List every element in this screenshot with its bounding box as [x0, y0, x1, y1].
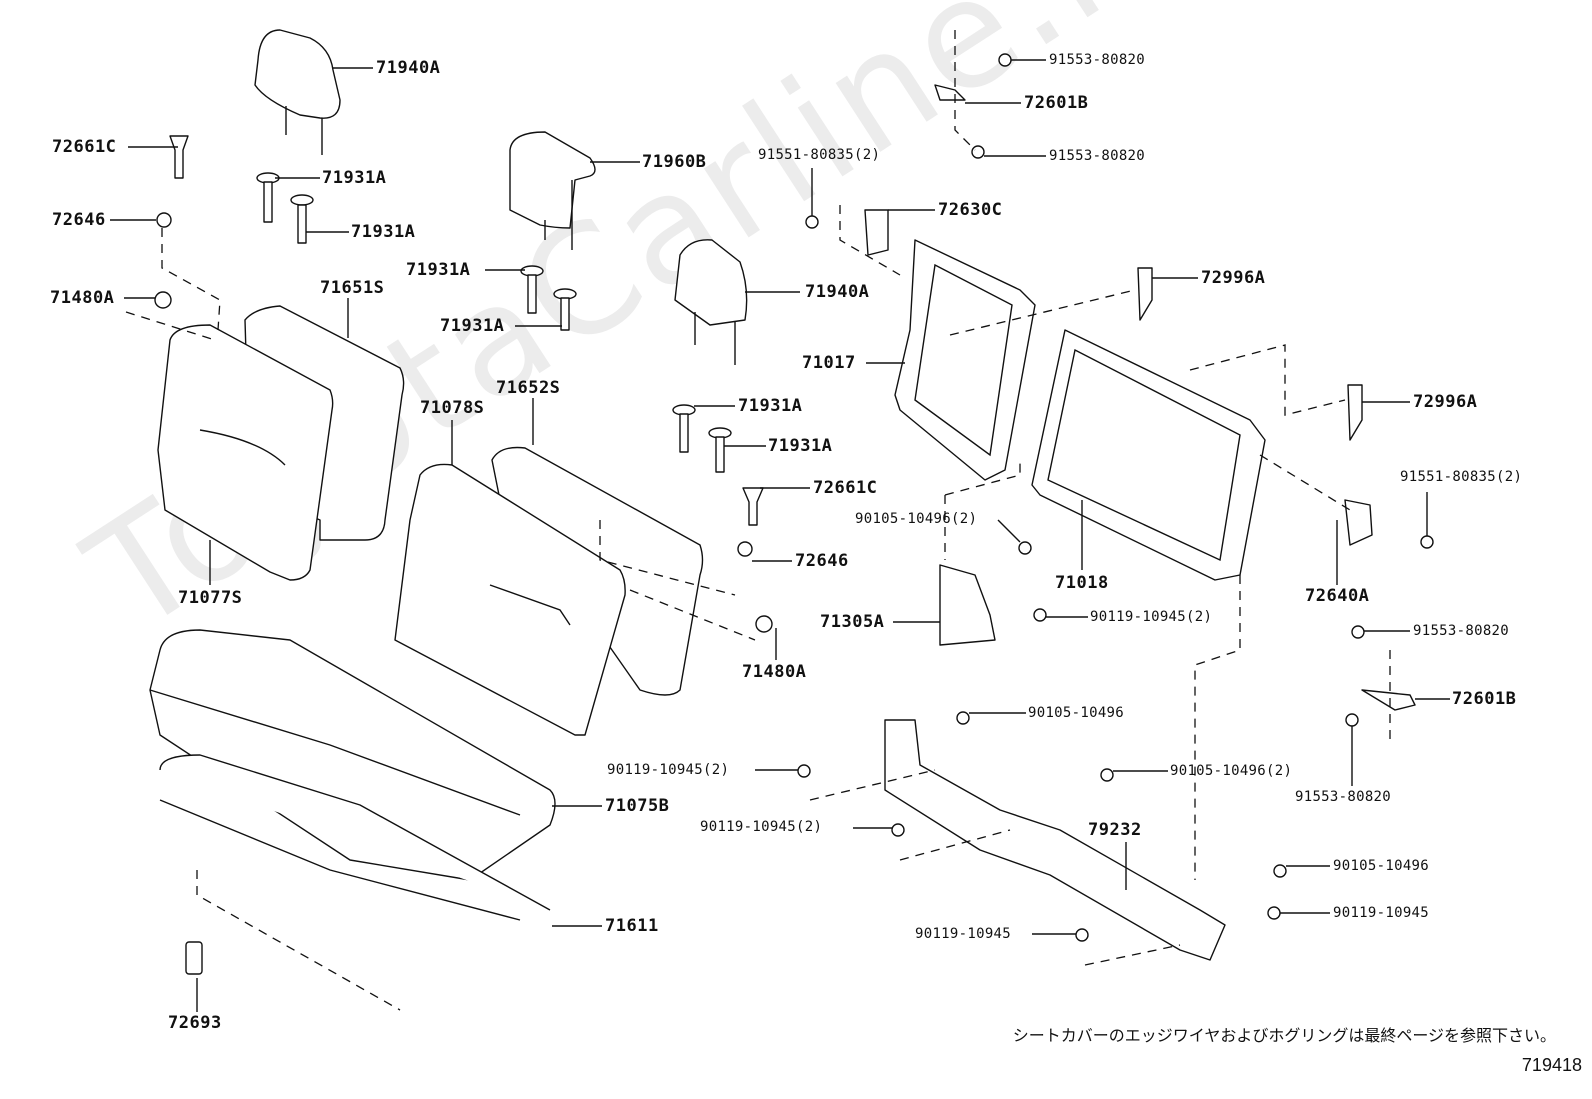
part-label[interactable]: 90119-10945(2) [607, 762, 730, 778]
part-label[interactable]: 90119-10945(2) [700, 819, 823, 835]
brackets[interactable] [864, 84, 1416, 961]
part-label[interactable]: 72601B [1024, 93, 1089, 113]
part-label[interactable]: 71077S [178, 588, 243, 608]
part-label[interactable]: 72996A [1413, 392, 1478, 412]
headrest-71940a-left[interactable] [254, 29, 341, 155]
part-label[interactable]: 71931A [738, 396, 803, 416]
part-label[interactable]: 71652S [496, 378, 561, 398]
part-label[interactable]: 71017 [802, 353, 856, 373]
part-label[interactable]: 71931A [351, 222, 416, 242]
part-label[interactable]: 72646 [52, 210, 106, 230]
headrest-guide-pins[interactable] [256, 172, 732, 473]
part-label[interactable]: 71611 [605, 916, 659, 936]
part-label[interactable]: 90105-10496(2) [855, 511, 978, 527]
part-label[interactable]: 72693 [168, 1013, 222, 1033]
leader-lines [110, 59, 1450, 1012]
part-label[interactable]: 71075B [605, 796, 670, 816]
figure-number: 719418 [1521, 1055, 1582, 1075]
seat-cushion-71075b[interactable] [149, 629, 556, 881]
part-label[interactable]: 90105-10496(2) [1170, 763, 1293, 779]
part-label[interactable]: 90105-10496 [1028, 705, 1125, 721]
part-label[interactable]: 72661C [52, 137, 117, 157]
part-label[interactable]: 71480A [742, 662, 807, 682]
bolts[interactable] [797, 53, 1434, 942]
part-label[interactable]: 71931A [768, 436, 833, 456]
part-label[interactable]: 71931A [440, 316, 505, 336]
part-label[interactable]: 71018 [1055, 573, 1109, 593]
part-label[interactable]: 71651S [320, 278, 385, 298]
part-label[interactable]: 72601B [1452, 689, 1517, 709]
part-label[interactable]: 91551-80835(2) [1400, 469, 1523, 485]
footnote: シートカバーのエッジワイヤおよびホグリングは最終ページを参照下さい。 [1012, 1026, 1556, 1045]
part-label[interactable]: 90119-10945 [915, 926, 1012, 942]
part-label[interactable]: 91551-80835(2) [758, 147, 881, 163]
part-label[interactable]: 71305A [820, 612, 885, 632]
seatback-71078s[interactable] [394, 446, 704, 736]
part-label[interactable]: 91553-80820 [1295, 789, 1392, 805]
seatback-71077s[interactable] [157, 305, 405, 581]
part-label[interactable]: 71931A [322, 168, 387, 188]
part-label[interactable]: 91553-80820 [1049, 52, 1146, 68]
part-label[interactable]: 72996A [1201, 268, 1266, 288]
assembly-lines [125, 30, 1391, 1011]
part-label[interactable]: 71931A [406, 260, 471, 280]
part-label[interactable]: 71940A [376, 58, 441, 78]
part-label[interactable]: 71480A [50, 288, 115, 308]
headrest-71960b[interactable] [509, 131, 596, 250]
part-label[interactable]: 71078S [420, 398, 485, 418]
part-label[interactable]: 90105-10496 [1333, 858, 1430, 874]
part-label[interactable]: 90119-10945(2) [1090, 609, 1213, 625]
part-label[interactable]: 91553-80820 [1413, 623, 1510, 639]
part-label[interactable]: 72646 [795, 551, 849, 571]
part-label[interactable]: 79232 [1088, 820, 1142, 840]
seat-cushion-71611[interactable] [159, 754, 551, 921]
part-label[interactable]: 71960B [642, 152, 707, 172]
part-label[interactable]: 90119-10945 [1333, 905, 1430, 921]
part-label[interactable]: 72630C [938, 200, 1003, 220]
part-label[interactable]: 71940A [805, 282, 870, 302]
seatback-frame-71017[interactable] [894, 239, 1036, 481]
part-label[interactable]: 72661C [813, 478, 878, 498]
part-label[interactable]: 91553-80820 [1049, 148, 1146, 164]
seatback-frame-71018[interactable] [1031, 329, 1266, 581]
headrest-71940a-right[interactable] [674, 239, 748, 365]
part-label[interactable]: 72640A [1305, 586, 1370, 606]
